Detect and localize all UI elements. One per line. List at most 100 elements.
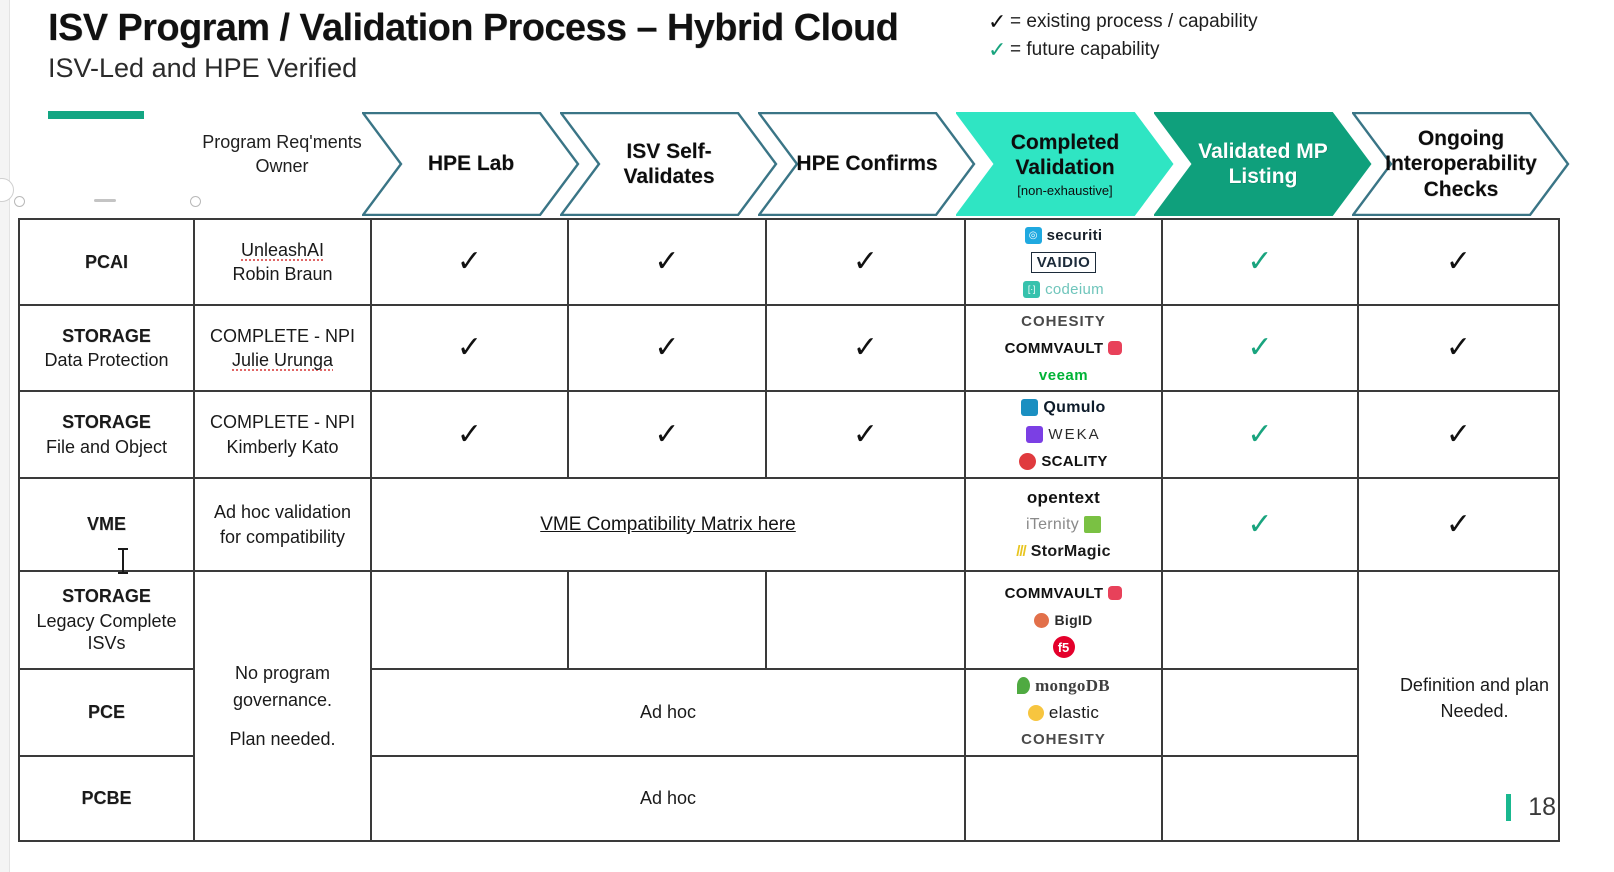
check-icon: ✓ xyxy=(1247,331,1273,364)
product-name: STORAGE xyxy=(62,586,151,607)
title-block: ISV Program / Validation Process – Hybri… xyxy=(48,7,899,84)
check-icon: ✓ xyxy=(1445,331,1472,364)
cell-hpe-lab-storage-legacy xyxy=(370,570,569,670)
product-name: PCE xyxy=(87,702,125,723)
cell-mp-listing-pcai: ✓ xyxy=(1161,218,1359,306)
stormagic-icon: /// xyxy=(1016,543,1026,560)
legend: ✓ = existing process / capability ✓ = fu… xyxy=(988,8,1258,64)
chevron-shape xyxy=(1154,112,1372,216)
owner-note-line2: governance. xyxy=(232,689,333,710)
cell-ongoing-storage-dp: ✓ xyxy=(1357,304,1560,392)
stage-label-line3: Checks xyxy=(1423,177,1499,201)
table-row: VME Ad hoc validation for compatibility … xyxy=(18,477,1560,572)
cell-product-storage-file-object: STORAGE File and Object xyxy=(18,390,195,479)
legend-item-future: ✓ = future capability xyxy=(988,36,1258,64)
cell-mp-listing-vme: ✓ xyxy=(1161,477,1359,572)
adhoc-label: Ad hoc xyxy=(639,788,697,808)
chevron-shape xyxy=(758,112,976,216)
check-icon: ✓ xyxy=(654,245,680,278)
logo-cohesity: COHESITY xyxy=(1021,312,1106,330)
selection-handle-left[interactable] xyxy=(14,196,25,207)
f5-icon: f5 xyxy=(1052,636,1075,658)
cell-logos-storage-fo: Qumulo WEKA SCALITY xyxy=(964,390,1163,479)
legend-item-future-label: = future capability xyxy=(1010,39,1160,60)
cell-hpe-lab-storage-fo: ✓ xyxy=(370,390,569,479)
check-icon: ✓ xyxy=(456,331,483,364)
logo-stack: opentext iTernity /// StorMagic xyxy=(970,488,1157,562)
cell-hpe-confirms-storage-fo: ✓ xyxy=(765,390,966,479)
cell-isv-self-pcai: ✓ xyxy=(567,218,767,306)
stage-chevron-validated-mp-listing[interactable]: Validated MP Listing xyxy=(1154,112,1372,216)
owner-note-line3: Plan needed. xyxy=(229,728,336,749)
logo-scality: SCALITY xyxy=(1019,452,1107,472)
logo-mongodb: mongoDB xyxy=(1017,676,1110,696)
product-name: STORAGE xyxy=(62,325,151,346)
cell-vme-compatibility-matrix[interactable]: VME Compatibility Matrix here xyxy=(370,477,966,572)
stage-chevron-hpe-lab[interactable]: HPE Lab xyxy=(362,112,580,216)
selection-handle-middle[interactable] xyxy=(94,199,116,202)
cell-owner-pcai: UnleashAI Robin Braun xyxy=(193,218,372,306)
chevron-shape xyxy=(362,112,580,216)
stage-label: HPE Confirms xyxy=(796,152,938,176)
cell-logos-pce: mongoDB elastic COHESITY xyxy=(964,668,1163,757)
cell-mp-listing-pcbe xyxy=(1161,755,1359,842)
cell-hpe-confirms-storage-dp: ✓ xyxy=(765,304,966,392)
check-icon: ✓ xyxy=(654,331,680,364)
ongoing-note-line2: Needed. xyxy=(1440,701,1509,722)
cell-logos-pcbe xyxy=(964,755,1163,842)
cell-logos-storage-dp: COHESITY COMMVAULT veeam xyxy=(964,304,1163,392)
stage-chevron-isv-self-validates[interactable]: ISV Self- Validates xyxy=(560,112,778,216)
cell-mp-listing-storage-dp: ✓ xyxy=(1161,304,1359,392)
product-sub: Data Protection xyxy=(44,350,169,370)
cell-ongoing-pcbe xyxy=(1357,756,1560,842)
stage-chevron-ongoing-interoperability-checks[interactable]: Ongoing Interoperability Checks xyxy=(1352,112,1570,216)
program-requirements-owner-label: Program Req'ments Owner xyxy=(196,130,368,179)
owner-line2: Julie Urunga xyxy=(231,350,334,371)
owner-line2: Robin Braun xyxy=(232,264,333,284)
logo-stack: mongoDB elastic COHESITY xyxy=(970,676,1157,750)
cell-hpe-confirms-pcai: ✓ xyxy=(765,218,966,306)
securiti-icon: ◎ xyxy=(1024,226,1042,244)
cell-product-vme: VME xyxy=(18,477,195,572)
stage-chevron-completed-validation[interactable]: Completed Validation [non-exhaustive] xyxy=(956,112,1174,216)
product-sub-line2: ISVs xyxy=(87,633,126,654)
table-row: PCBE Ad hoc xyxy=(18,755,1560,842)
owner-line1: Ad hoc validation xyxy=(213,502,352,523)
logo-weka: WEKA xyxy=(1026,425,1100,445)
commvault-icon xyxy=(1108,586,1123,600)
scality-icon xyxy=(1019,453,1037,470)
slide-number-group: 18 xyxy=(1506,793,1556,822)
logo-elastic: elastic xyxy=(1027,703,1099,723)
check-icon: ✓ xyxy=(852,417,879,451)
logo-stack: ◎ securiti VAIDIO [∙] codeium xyxy=(970,225,1157,299)
cell-hpe-lab-storage-dp: ✓ xyxy=(370,304,569,392)
logo-f5: f5 xyxy=(1052,636,1075,658)
cell-product-storage-legacy: STORAGE Legacy Complete ISVs xyxy=(18,570,195,670)
logo-securiti: ◎ securiti xyxy=(1024,225,1103,245)
stage-label-line1: Completed xyxy=(1010,130,1120,154)
stage-label-line1: Ongoing xyxy=(1417,127,1505,151)
logo-bigid: BigID xyxy=(1034,610,1092,630)
selection-handle-right[interactable] xyxy=(190,196,201,207)
cell-hpe-lab-pcai: ✓ xyxy=(370,218,569,306)
mongodb-leaf-icon xyxy=(1017,677,1031,694)
product-sub: Legacy Complete ISVs xyxy=(24,610,189,655)
check-icon: ✓ xyxy=(1247,417,1273,451)
cell-ongoing-storage-fo: ✓ xyxy=(1357,390,1560,479)
slide-number: 18 xyxy=(1528,793,1556,821)
stage-chevron-hpe-confirms[interactable]: HPE Confirms xyxy=(758,112,976,216)
chevron-shape xyxy=(956,112,1174,216)
cell-mp-listing-storage-legacy xyxy=(1161,570,1359,670)
vme-compatibility-matrix-link[interactable]: VME Compatibility Matrix here xyxy=(540,513,796,535)
product-name: PCBE xyxy=(81,788,132,809)
cell-ongoing-pcai: ✓ xyxy=(1357,218,1560,306)
cell-owner-vme: Ad hoc validation for compatibility xyxy=(193,477,372,572)
logo-veeam: veeam xyxy=(1038,366,1089,384)
table-row: PCAI UnleashAI Robin Braun ✓ ✓ ✓ ◎ secur… xyxy=(18,218,1560,306)
cell-mp-listing-pce xyxy=(1161,668,1359,757)
stage-label-line2: Validation xyxy=(1015,155,1115,179)
cell-product-storage-data-protection: STORAGE Data Protection xyxy=(18,304,195,392)
product-sub-line1: Legacy Complete xyxy=(36,610,177,631)
cell-ongoing-vme: ✓ xyxy=(1357,477,1560,572)
slide-panel-edge xyxy=(0,0,10,872)
